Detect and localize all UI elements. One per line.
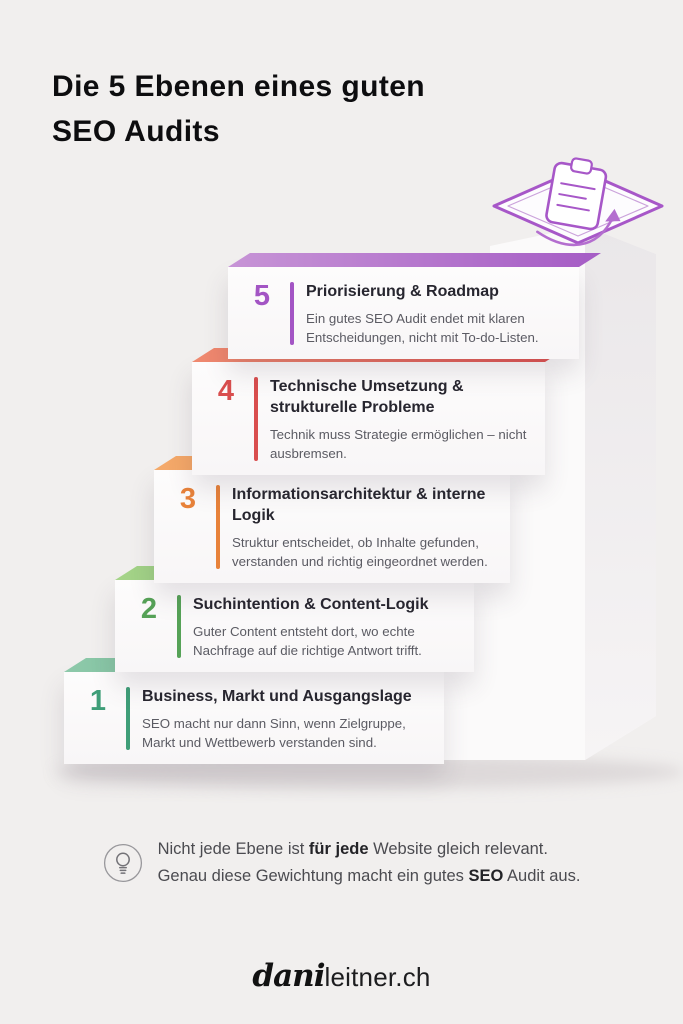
step-accent-bar [216, 485, 220, 569]
step-description: SEO macht nur dann Sinn, wenn Zielgruppe… [142, 716, 406, 751]
footnote: Nicht jede Ebene ist für jede Website gl… [0, 836, 683, 889]
step-number: 1 [89, 685, 107, 717]
clipboard-icon [536, 157, 621, 247]
page-title-line2: SEO Audits [52, 115, 220, 148]
step-1-panel: 1 Business, Markt und Ausgangslage SEO m… [64, 672, 444, 764]
footnote-text: Nicht jede Ebene ist für jede Website gl… [158, 836, 581, 889]
step-title: Business, Markt und Ausgangslage [142, 688, 412, 705]
step-title: Technische Umsetzung & strukturelle Prob… [270, 378, 464, 417]
step-description: Guter Content entsteht dort, wo echte Na… [193, 624, 422, 659]
brand-rest-part: leitner.ch [324, 962, 431, 992]
step-title: Informationsarchitektur & interne Logik [232, 486, 486, 525]
lightbulb-icon [103, 843, 142, 882]
step-card-4: 4 Technische Umsetzung & strukturelle Pr… [192, 348, 567, 475]
step-card-1: 1 Business, Markt und Ausgangslage SEO m… [64, 658, 466, 764]
step-accent-bar [290, 282, 294, 345]
step-title: Suchintention & Content-Logik [193, 596, 429, 613]
step-card-5: 5 Priorisierung & Roadmap Ein gutes SEO … [228, 253, 601, 359]
step-2-panel: 2 Suchintention & Content-Logik Guter Co… [115, 580, 474, 672]
step-number: 4 [217, 375, 235, 407]
footnote-line2: Genau diese Gewichtung macht ein gutes S… [157, 866, 581, 885]
brand-script-part: dani [252, 958, 325, 994]
step-title: Priorisierung & Roadmap [306, 283, 499, 300]
step-number: 2 [140, 593, 158, 625]
step-description: Struktur entscheidet, ob Inhalte gefunde… [232, 535, 488, 570]
step-4-panel: 4 Technische Umsetzung & strukturelle Pr… [192, 362, 545, 475]
step-accent-bar [177, 595, 181, 658]
footnote-line1: Nicht jede Ebene ist für jede Website gl… [157, 840, 548, 858]
step-description: Ein gutes SEO Audit endet mit klaren Ent… [306, 311, 539, 346]
step-5-panel: 5 Priorisierung & Roadmap Ein gutes SEO … [228, 267, 579, 359]
staircase-side-face [585, 226, 656, 760]
brand-logo: danileitner.ch [0, 958, 683, 994]
page-title: Die 5 Ebenen eines guten SEO Audits [52, 64, 425, 154]
step-accent-bar [254, 377, 258, 461]
step-5-top-face [228, 253, 601, 267]
step-3-panel: 3 Informationsarchitektur & interne Logi… [154, 470, 510, 583]
step-card-3: 3 Informationsarchitektur & interne Logi… [154, 456, 532, 583]
step-accent-bar [126, 687, 130, 750]
step-number: 3 [179, 483, 197, 515]
page-title-line1: Die 5 Ebenen eines guten [52, 70, 426, 103]
step-description: Technik muss Strategie ermöglichen – nic… [270, 427, 527, 462]
step-number: 5 [253, 280, 271, 312]
